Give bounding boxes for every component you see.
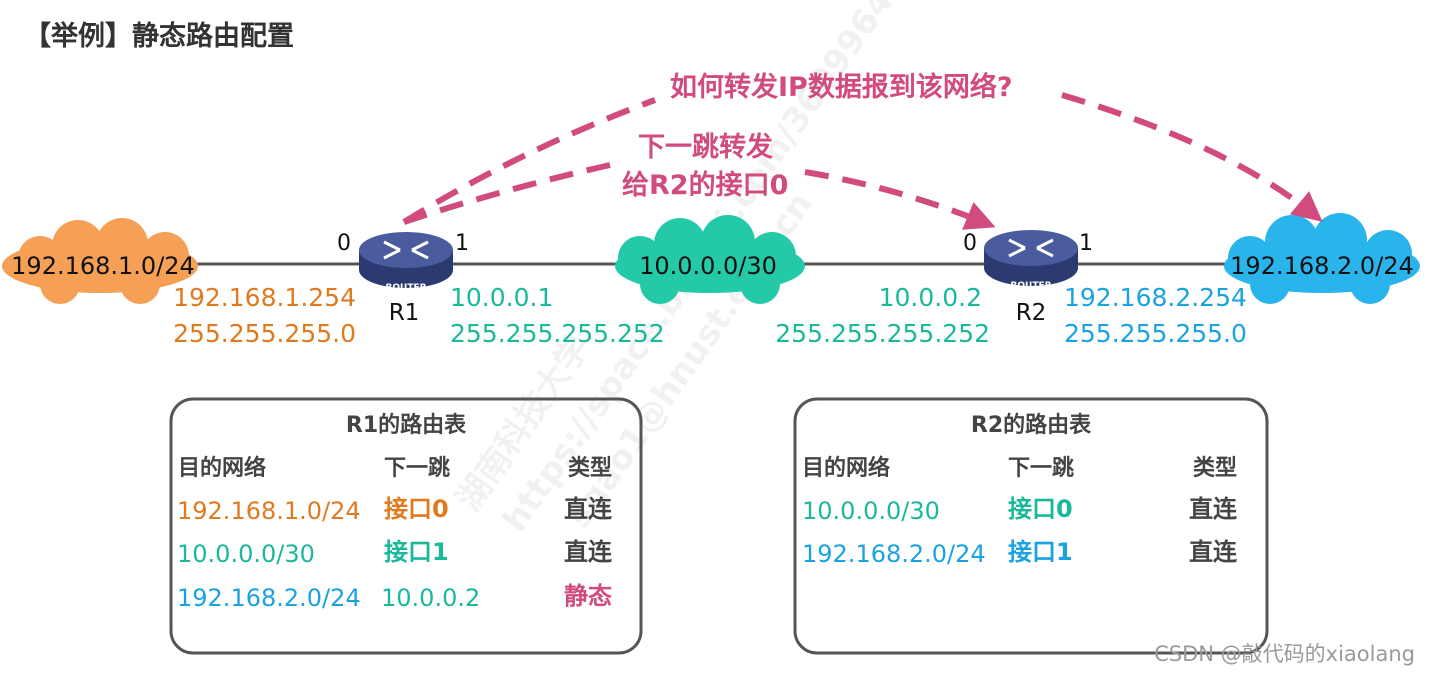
router-r1-port0: 0	[337, 231, 351, 256]
r1-row1-nexthop: 接口0	[384, 495, 449, 523]
arrow-question-left	[402, 97, 657, 225]
r1-table-title: R1的路由表	[346, 412, 467, 438]
r2-table-header-nexthop: 下一跳	[1008, 455, 1074, 481]
annotation-nexthop-line1: 下一跳转发	[638, 131, 773, 163]
r1-if1-ip: 10.0.0.1	[450, 283, 553, 312]
r2-routing-table: R2的路由表 目的网络 下一跳 类型 10.0.0.0/30 接口0 直连 19…	[793, 397, 1269, 655]
cloud-left-label: 192.168.1.0/24	[11, 252, 195, 280]
cloud-right-network: 192.168.2.0/24	[1224, 213, 1420, 304]
annotation-nexthop-line2: 给R2的接口0	[622, 169, 788, 201]
r1-row3-type: 静态	[564, 582, 612, 610]
r2-table-header-type: 类型	[1193, 456, 1237, 481]
r2-if1-ip: 192.168.2.254	[1064, 283, 1247, 312]
r1-row3-nexthop: 10.0.0.2	[381, 584, 480, 612]
r2-table-header-dest: 目的网络	[802, 455, 890, 481]
router-r1: ROUTER R1 0 1	[337, 231, 469, 326]
r1-table-header-nexthop: 下一跳	[384, 455, 450, 481]
r1-row3-dest: 192.168.2.0/24	[177, 584, 361, 612]
r1-table-header-dest: 目的网络	[178, 455, 266, 481]
cloud-left-network: 192.168.1.0/24	[2, 218, 198, 304]
r2-row1-type: 直连	[1189, 495, 1238, 523]
r1-row2-type: 直连	[564, 538, 613, 566]
r1-if1-mask: 255.255.255.252	[450, 319, 665, 348]
r2-row2-nexthop: 接口1	[1008, 538, 1073, 566]
router-r2-badge: ROUTER	[1010, 281, 1051, 291]
r2-if0-mask: 255.255.255.252	[775, 319, 990, 348]
r2-row2-dest: 192.168.2.0/24	[802, 540, 986, 568]
footer-credit: CSDN @敲代码的xiaolang	[1154, 642, 1415, 666]
r2-table-title: R2的路由表	[971, 412, 1092, 438]
r1-row2-nexthop: 接口1	[384, 538, 449, 566]
router-r2-port1: 1	[1079, 231, 1093, 256]
r1-row1-type: 直连	[564, 495, 613, 523]
router-r2-port0: 0	[963, 231, 977, 256]
arrow-nexthop-right	[804, 169, 996, 230]
r1-row2-dest: 10.0.0.0/30	[177, 540, 315, 568]
r1-table-border	[169, 397, 643, 655]
r1-routing-table: R1的路由表 目的网络 下一跳 类型 192.168.1.0/24 接口0 直连…	[169, 397, 643, 655]
arrow-question-right	[1061, 92, 1323, 222]
router-r1-port1: 1	[455, 231, 469, 256]
router-r2: ROUTER R2 0 1	[963, 230, 1093, 326]
arrow-nexthop-left	[403, 162, 611, 225]
router-r1-badge: ROUTER	[385, 283, 426, 293]
r1-row1-dest: 192.168.1.0/24	[177, 497, 361, 525]
r2-row2-type: 直连	[1189, 538, 1238, 566]
cloud-right-label: 192.168.2.0/24	[1230, 252, 1414, 280]
r1-if0-ip: 192.168.1.254	[173, 283, 356, 312]
r2-row1-nexthop: 接口0	[1008, 495, 1073, 523]
router-arrows-icon	[1008, 238, 1054, 258]
r2-table-border	[793, 397, 1269, 655]
r1-table-header-type: 类型	[568, 456, 612, 481]
page-title: 【举例】静态路由配置	[24, 20, 294, 52]
r2-if0-ip: 10.0.0.2	[879, 283, 982, 312]
router-r2-name: R2	[1016, 300, 1047, 326]
cloud-middle-network: 10.0.0.0/30	[615, 215, 805, 304]
router-arrows-icon	[383, 240, 429, 260]
r2-if1-mask: 255.255.255.0	[1064, 319, 1247, 348]
r2-row1-dest: 10.0.0.0/30	[802, 497, 940, 525]
router-r1-name: R1	[389, 300, 420, 326]
r1-if0-mask: 255.255.255.0	[173, 319, 356, 348]
cloud-middle-label: 10.0.0.0/30	[639, 252, 777, 280]
annotation-question: 如何转发IP数据报到该网络?	[670, 71, 1013, 103]
